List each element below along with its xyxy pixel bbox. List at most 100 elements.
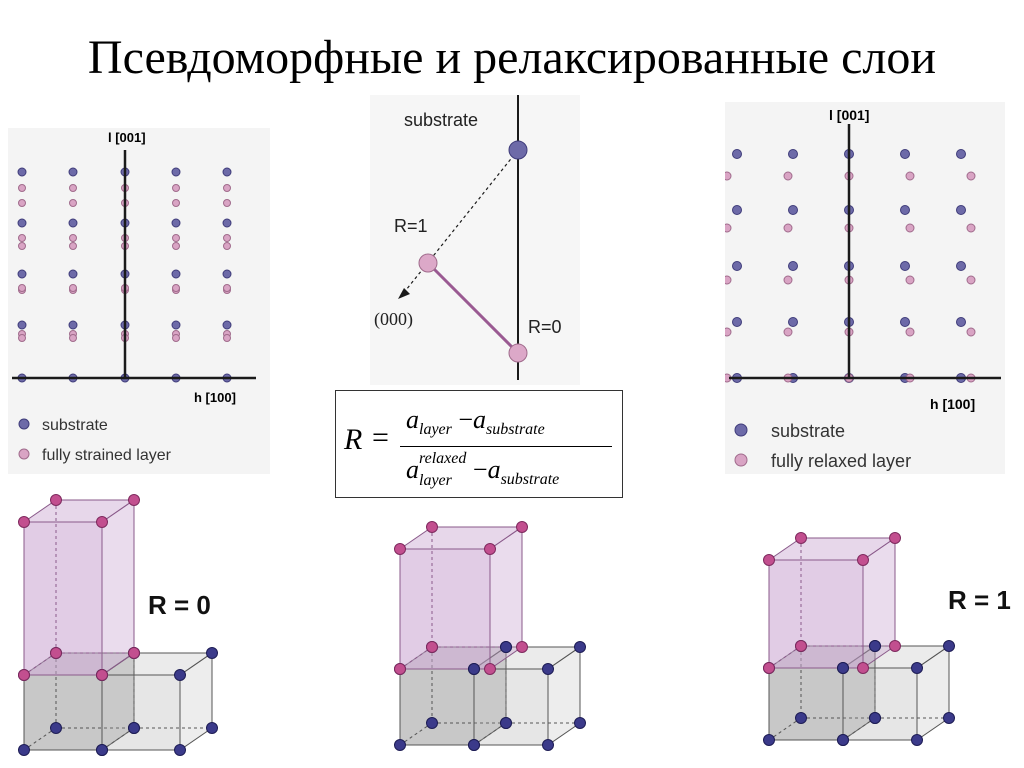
right-reciprocal-map: l [001] h [100] substrate fully relaxed …: [725, 102, 1005, 474]
layer-atom: [18, 669, 30, 681]
layer-atom: [889, 532, 901, 544]
layer-point: [725, 223, 732, 233]
substrate-point: [17, 269, 27, 279]
substrate-point: [222, 167, 232, 177]
layer-point: [223, 284, 231, 292]
substrate-cell-front: [101, 674, 181, 751]
substrate-point: [788, 261, 798, 271]
substrate-cell-front: [399, 668, 475, 746]
num-a1: a: [406, 405, 419, 434]
substrate-atom: [468, 663, 480, 675]
layer-point: [905, 275, 915, 285]
substrate-atom: [542, 663, 554, 675]
formula-numerator: alayer −asubstrate: [406, 405, 545, 439]
substrate-atom: [394, 739, 406, 751]
substrate-atom: [763, 734, 775, 746]
den-sub1: layer: [419, 472, 452, 490]
substrate-atom: [18, 744, 30, 756]
layer-point: [172, 199, 180, 207]
layer-point: [172, 284, 180, 292]
layer-point: [18, 234, 26, 242]
legend-substrate-dot: [18, 418, 30, 430]
substrate-point: [68, 269, 78, 279]
substrate-cell-front: [768, 667, 844, 741]
layer-point: [69, 242, 77, 250]
substrate-point: [17, 167, 27, 177]
layer-point: [172, 234, 180, 242]
layer-atom: [763, 554, 775, 566]
substrate-point: [788, 149, 798, 159]
slide-title: Псевдоморфные и релаксированные слои: [87, 31, 937, 84]
substrate-point: [732, 205, 742, 215]
layer-atom: [50, 647, 62, 659]
layer-point: [18, 284, 26, 292]
layer-point: [905, 171, 915, 181]
layer-atom: [50, 494, 62, 506]
substrate-point: [956, 261, 966, 271]
substrate-atom: [943, 712, 955, 724]
substrate-atom: [911, 734, 923, 746]
num-sub2: substrate: [486, 421, 545, 438]
cube-label-r0: R = 0: [148, 590, 211, 620]
den-a1: a: [406, 455, 419, 484]
substrate-atom: [574, 641, 586, 653]
substrate-atom: [869, 712, 881, 724]
cube-label-r1: R = 1: [948, 585, 1011, 615]
substrate-point: [171, 269, 181, 279]
den-minus: −: [472, 455, 488, 484]
origin-label: (000): [374, 309, 413, 330]
substrate-point: [68, 218, 78, 228]
layer-atom: [96, 669, 108, 681]
layer-atom: [795, 532, 807, 544]
layer-atom: [18, 516, 30, 528]
axis-l-label: l [001]: [108, 130, 146, 145]
layer-atom: [426, 641, 438, 653]
substrate-atom: [206, 647, 218, 659]
layer-atom: [889, 640, 901, 652]
substrate-point: [900, 317, 910, 327]
num-sub1: layer: [419, 421, 452, 438]
layer-atom: [516, 521, 528, 533]
substrate-atom: [500, 641, 512, 653]
layer-atom: [394, 663, 406, 675]
substrate-point: [171, 167, 181, 177]
substrate-point: [900, 205, 910, 215]
den-sup1: relaxed: [419, 450, 467, 468]
layer-atom: [128, 647, 140, 659]
layer-cell-side: [101, 499, 135, 676]
layer-point: [223, 234, 231, 242]
layer-point: [223, 199, 231, 207]
num-minus: −: [458, 405, 474, 434]
layer-point: [18, 184, 26, 192]
layer-point: [172, 184, 180, 192]
layer-atom: [857, 554, 869, 566]
axis-l-label: l [001]: [829, 107, 869, 123]
layer-atom: [763, 662, 775, 674]
substrate-point: [68, 167, 78, 177]
legend-layer-dot: [18, 448, 30, 460]
layer-point: [966, 275, 976, 285]
layer-point: [725, 327, 732, 337]
legend-substrate-dot: [734, 423, 748, 437]
substrate-atom: [174, 669, 186, 681]
substrate-point: [17, 320, 27, 330]
layer-point: [905, 223, 915, 233]
substrate-point: [956, 205, 966, 215]
layer-point: [18, 199, 26, 207]
layer-point: [18, 242, 26, 250]
legend-layer-label: fully relaxed layer: [771, 451, 911, 471]
layer-point: [783, 275, 793, 285]
formula-lhs: R: [344, 423, 363, 456]
layer-atom: [96, 516, 108, 528]
layer-point: [783, 327, 793, 337]
layer-cell-front: [768, 559, 864, 669]
substrate-point: [17, 218, 27, 228]
layer-atom: [484, 663, 496, 675]
substrate-point: [508, 140, 528, 160]
layer-point: [223, 334, 231, 342]
num-a2: a: [473, 405, 487, 434]
substrate-point: [788, 317, 798, 327]
layer-point: [966, 327, 976, 337]
cube-partial: [388, 512, 608, 762]
substrate-point: [788, 205, 798, 215]
